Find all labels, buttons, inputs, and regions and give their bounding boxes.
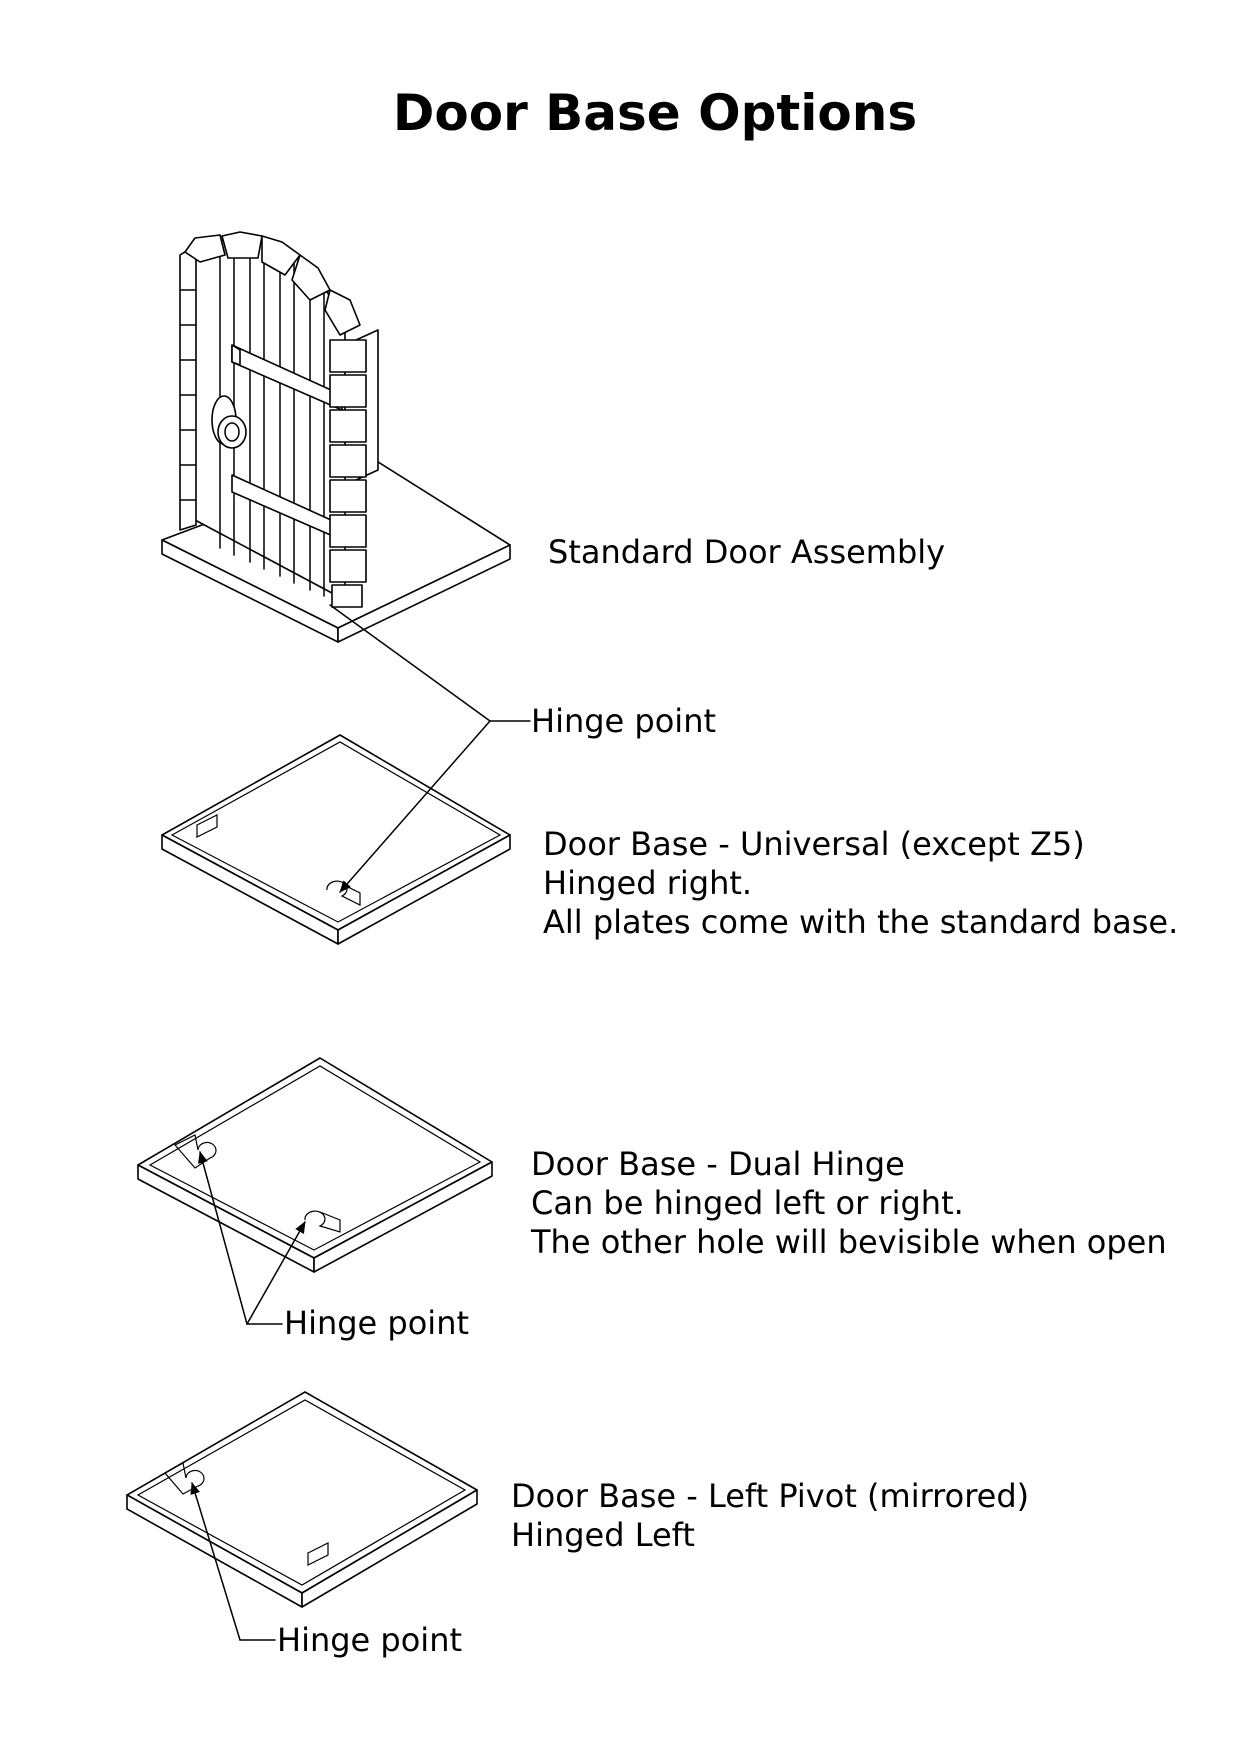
standard-door-assembly-drawing — [161, 231, 511, 643]
leader-lines — [190, 604, 531, 1641]
keyhole-hinge-right — [304, 1210, 341, 1233]
door-ring-handle — [211, 395, 247, 449]
label-left-title: Door Base - Left Pivot (mirrored) — [511, 1477, 1029, 1515]
left-pivot-base-drawing — [126, 1391, 478, 1608]
label-dual-line3: The other hole will bevisible when open — [530, 1223, 1167, 1261]
universal-base-drawing — [161, 734, 511, 945]
label-dual-line2: Can be hinged left or right. — [531, 1184, 964, 1222]
dual-hinge-base-drawing — [137, 1057, 493, 1273]
slot — [307, 1542, 329, 1566]
slot — [196, 814, 218, 838]
label-hinge-point: Hinge point — [277, 1621, 462, 1659]
keyhole-hinge-left — [174, 1134, 217, 1169]
label-universal-line3: All plates come with the standard base. — [543, 903, 1178, 941]
label-hinge-point: Hinge point — [531, 702, 716, 740]
label-dual-title: Door Base - Dual Hinge — [531, 1145, 905, 1183]
label-hinge-point: Hinge point — [284, 1304, 469, 1342]
door-planks — [219, 243, 325, 597]
label-universal-title: Door Base - Universal (except Z5) — [543, 825, 1085, 863]
label-left-line2: Hinged Left — [511, 1516, 695, 1554]
door-stone-frame — [179, 231, 367, 608]
label-standard-door: Standard Door Assembly — [548, 533, 945, 571]
page-title: Door Base Options — [393, 84, 917, 142]
label-universal-line2: Hinged right. — [543, 864, 752, 902]
